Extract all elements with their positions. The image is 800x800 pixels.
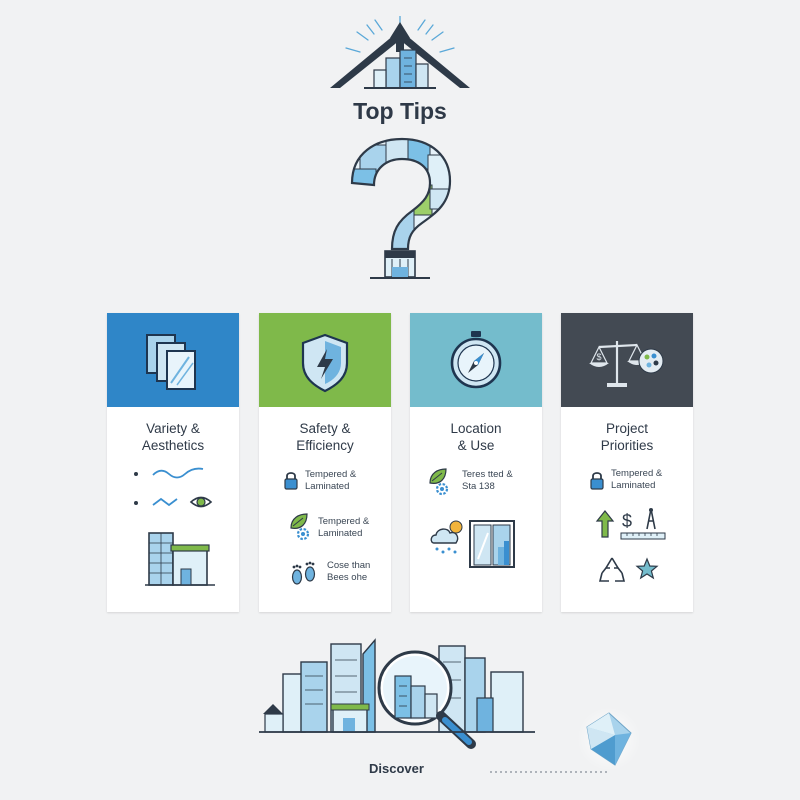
wave-lines-icon <box>134 467 204 507</box>
tip-text: Teres tted & Sta 138 <box>462 469 513 492</box>
balance-scale-icon: $ <box>589 341 664 387</box>
card-header: $ <box>561 313 693 407</box>
card-title: Location & Use <box>450 421 502 453</box>
lock-icon <box>284 472 298 490</box>
question-mark-icon <box>350 137 452 251</box>
cityscape-magnifier-icon <box>259 638 535 749</box>
svg-text:$: $ <box>622 511 632 531</box>
storefront-dot-icon <box>370 250 430 279</box>
growth-cost-tools-icon: $ <box>595 508 666 540</box>
star-icon <box>635 557 659 580</box>
tip-text: Tempered & Laminated <box>318 516 370 539</box>
tip-text: Tempered & Laminated <box>305 469 357 492</box>
leaf-gear-icon <box>429 468 449 496</box>
dotted-connector <box>490 771 610 773</box>
discover-label[interactable]: Discover <box>369 761 424 776</box>
leaf-gear-icon <box>290 513 310 541</box>
card-header <box>259 313 391 407</box>
card-header <box>107 313 239 407</box>
card-title: Project Priorities <box>600 421 654 453</box>
svg-text:$: $ <box>596 352 601 362</box>
card-title: Variety & Aesthetics <box>141 421 205 453</box>
card-header <box>410 313 542 407</box>
card-project-priorities[interactable]: $ Project Priorities Tempered & Laminate… <box>561 313 693 612</box>
footprints-icon <box>291 561 316 585</box>
weather-cloud-icon <box>430 520 463 554</box>
tip-text: Cose than Bees ohe <box>327 560 371 583</box>
card-safety-efficiency[interactable]: Safety & Efficiency Tempered & Laminated… <box>259 313 391 612</box>
house-roof-icon <box>330 16 470 89</box>
recycle-icon <box>598 557 626 582</box>
page-title: Top Tips <box>353 98 447 124</box>
window-icon <box>469 520 515 568</box>
lock-icon <box>590 472 604 490</box>
card-title: Safety & Efficiency <box>296 421 354 453</box>
shield-bolt-icon <box>301 333 349 393</box>
glass-building-icon <box>145 532 215 586</box>
glass-gem-logo-icon <box>577 707 641 771</box>
card-variety-aesthetics[interactable]: Variety & Aesthetics <box>107 313 239 612</box>
compass-icon <box>450 331 502 389</box>
card-location-use[interactable]: Location & Use Teres tted & Sta 138 <box>410 313 542 612</box>
tip-text: Tempered & Laminated <box>611 468 663 491</box>
glass-panels-icon <box>146 334 196 390</box>
eye-icon <box>189 496 213 508</box>
